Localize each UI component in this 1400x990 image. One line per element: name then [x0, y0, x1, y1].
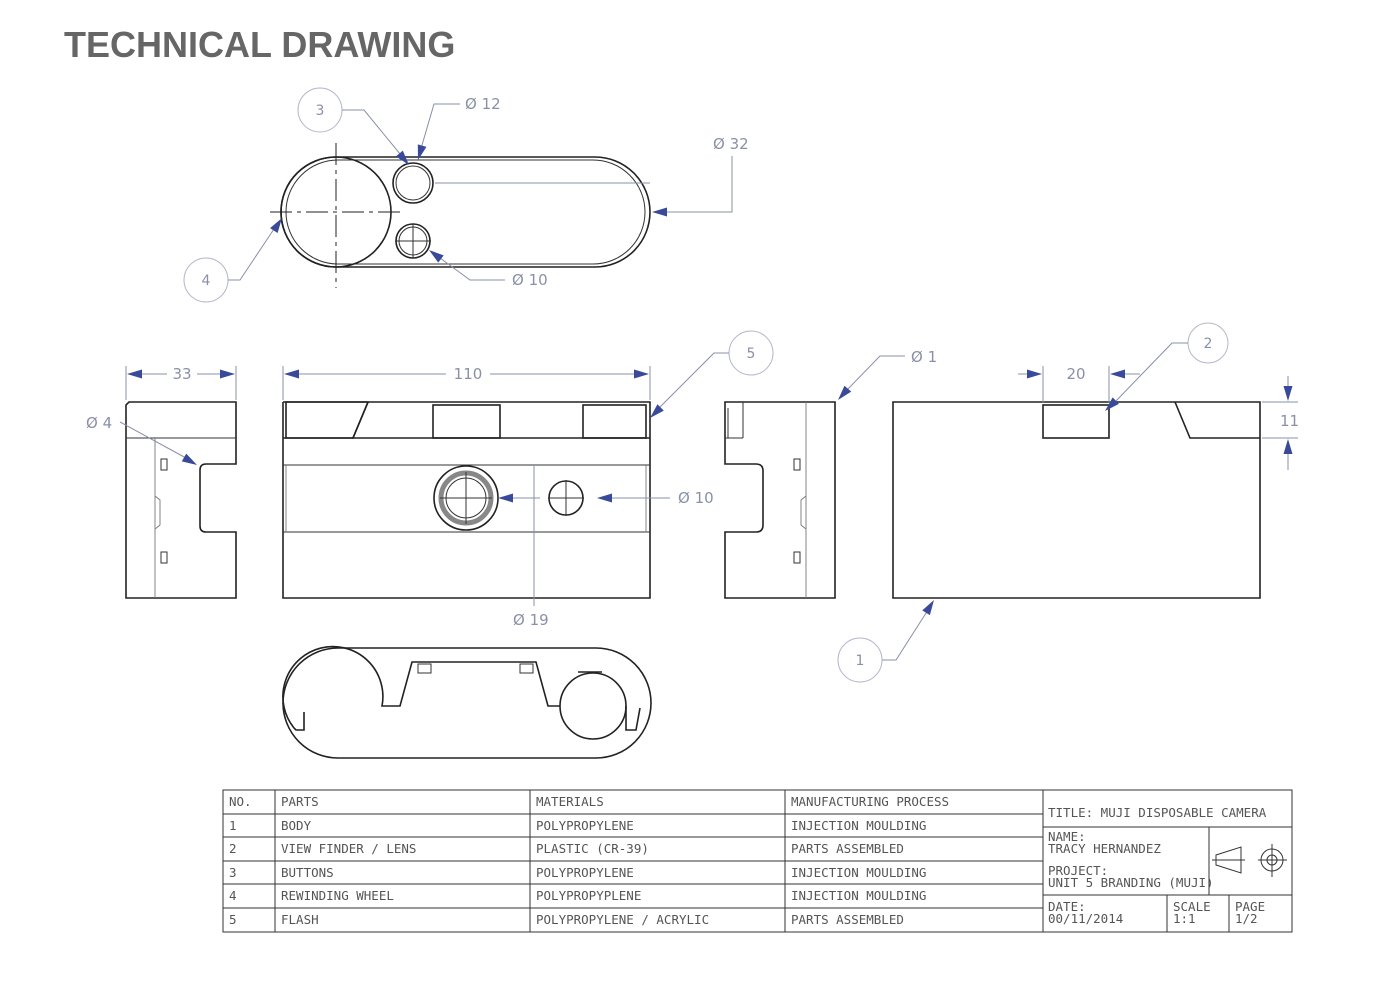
bom-cell-part: BODY — [281, 818, 312, 833]
title-block-page-value: 1/2 — [1235, 911, 1258, 926]
title-block-name-label: NAME: — [1048, 829, 1086, 844]
bom-cell-no: 2 — [229, 841, 237, 856]
rear-view-annotations: 20 11 2 1 — [837, 322, 1299, 683]
dim-top-cap: Ø 12 — [465, 95, 501, 113]
bom-header-no: NO. — [229, 794, 252, 809]
callout-label-1: 1 — [856, 653, 865, 669]
right-side-annotations: Ø 1 — [834, 348, 937, 403]
projection-symbol-icon — [1212, 844, 1287, 877]
bottom-view — [282, 645, 652, 759]
bom-cell-part: BUTTONS — [281, 865, 334, 880]
bom-cell-no: 3 — [229, 865, 237, 880]
front-view — [282, 401, 651, 599]
table-row: 5 FLASH POLYPROPYLENE / ACRYLIC PARTS AS… — [229, 912, 904, 927]
dim-top-body: Ø 32 — [713, 135, 749, 153]
table-row: 4 REWINDING WHEEL POLYPROPYPLENE INJECTI… — [229, 888, 926, 903]
bom-cell-process: INJECTION MOULDING — [791, 865, 926, 880]
title-block-project-value: UNIT 5 BRANDING (MUJI) — [1048, 875, 1214, 890]
bom-cell-process: PARTS ASSEMBLED — [791, 912, 904, 927]
top-view-annotations: 3 Ø 12 Ø 32 Ø 10 4 — [183, 87, 749, 303]
right-side-view — [724, 401, 836, 599]
front-view-annotations: 110 5 Ø 10 Ø 19 — [282, 330, 774, 629]
dim-rear-height: 11 — [1280, 412, 1299, 430]
left-side-view — [125, 401, 237, 599]
bom-cell-material: POLYPROPYLENE — [536, 865, 634, 880]
bom-cell-no: 4 — [229, 888, 237, 903]
title-block-page-label: PAGE — [1235, 899, 1265, 914]
callout-label-2: 2 — [1204, 336, 1213, 352]
callout-label-3: 3 — [316, 103, 325, 119]
title-block: TITLE: MUJI DISPOSABLE CAMERA NAME: TRAC… — [1042, 789, 1293, 933]
title-block-title: TITLE: MUJI DISPOSABLE CAMERA — [1048, 805, 1267, 820]
title-block-scale-label: SCALE — [1173, 899, 1211, 914]
bom-cell-material: POLYPROPYLENE / ACRYLIC — [536, 912, 709, 927]
bom-cell-process: INJECTION MOULDING — [791, 888, 926, 903]
bom-cell-part: FLASH — [281, 912, 319, 927]
bom-cell-material: POLYPROPYLENE — [536, 818, 634, 833]
bom-cell-material: POLYPROPYPLENE — [536, 888, 641, 903]
bom-table: NO. PARTS MATERIALS MANUFACTURING PROCES… — [222, 789, 1044, 933]
title-block-date-label: DATE: — [1048, 899, 1086, 914]
bom-cell-part: VIEW FINDER / LENS — [281, 841, 416, 856]
bom-cell-no: 1 — [229, 818, 237, 833]
bom-header-parts: PARTS — [281, 794, 319, 809]
left-side-annotations: 33 Ø 4 — [86, 365, 237, 469]
dim-rear-width: 20 — [1066, 365, 1085, 383]
title-block-name-value: TRACY HERNANDEZ — [1048, 841, 1161, 856]
title-block-scale-value: 1:1 — [1173, 911, 1196, 926]
bom-cell-material: PLASTIC (CR-39) — [536, 841, 649, 856]
top-view — [270, 143, 651, 288]
bom-header-process: MANUFACTURING PROCESS — [791, 794, 949, 809]
title-block-project-label: PROJECT: — [1048, 863, 1108, 878]
rear-view — [892, 401, 1261, 599]
title-block-date-value: 00/11/2014 — [1048, 911, 1123, 926]
bom-header-materials: MATERIALS — [536, 794, 604, 809]
bom-cell-part: REWINDING WHEEL — [281, 888, 394, 903]
table-row: 2 VIEW FINDER / LENS PLASTIC (CR-39) PAR… — [229, 841, 904, 856]
dim-front-lens: Ø 19 — [513, 611, 549, 629]
callout-label-5: 5 — [747, 346, 756, 362]
table-row: 3 BUTTONS POLYPROPYLENE INJECTION MOULDI… — [229, 865, 926, 880]
dim-front-button: Ø 10 — [678, 489, 714, 507]
dim-side-hole: Ø 4 — [86, 414, 112, 432]
bom-cell-process: PARTS ASSEMBLED — [791, 841, 904, 856]
dim-front-width: 110 — [454, 365, 483, 383]
bom-cell-no: 5 — [229, 912, 237, 927]
dim-top-small: Ø 10 — [512, 271, 548, 289]
table-row: 1 BODY POLYPROPYLENE INJECTION MOULDING — [229, 818, 926, 833]
bom-cell-process: INJECTION MOULDING — [791, 818, 926, 833]
dim-right-edge: Ø 1 — [911, 348, 937, 366]
dim-side-width: 33 — [172, 365, 191, 383]
page-title: TECHNICAL DRAWING — [64, 24, 456, 65]
callout-label-4: 4 — [202, 273, 211, 289]
